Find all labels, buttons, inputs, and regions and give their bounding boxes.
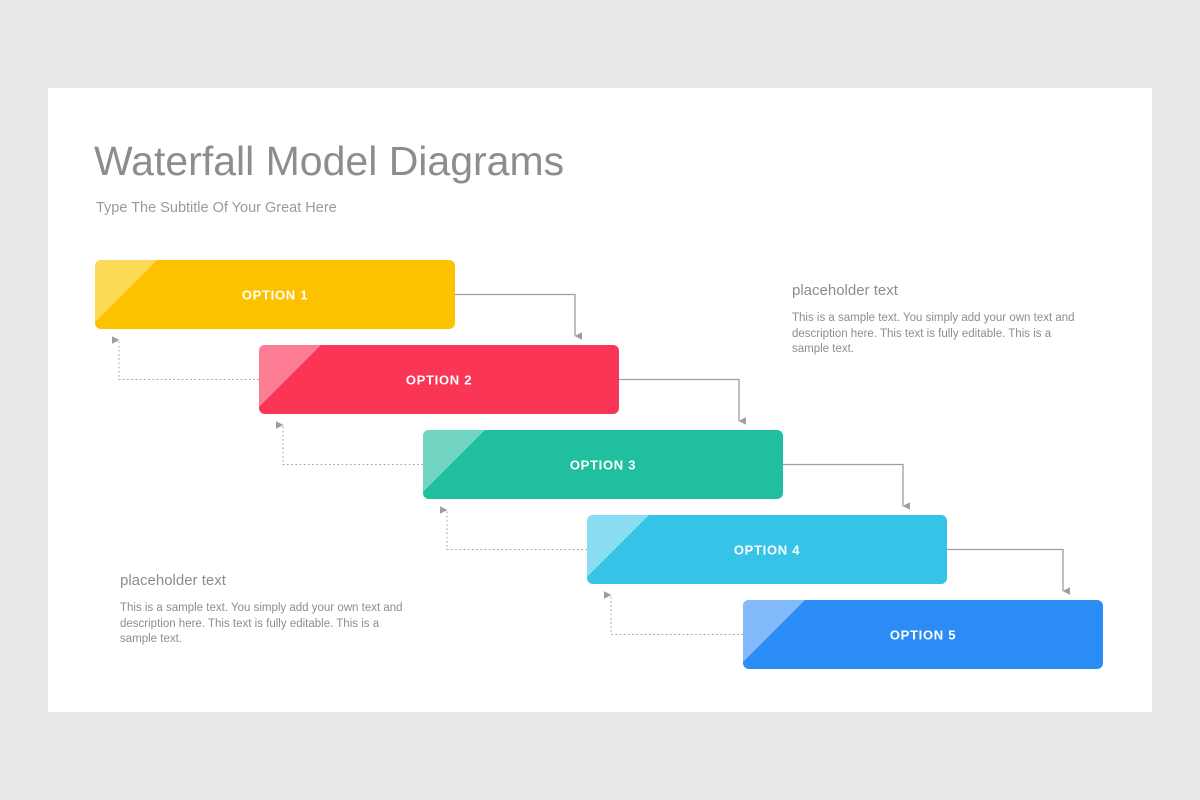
bar-corner-highlight	[95, 260, 157, 322]
bars-layer	[95, 260, 1103, 669]
waterfall-bar-3[interactable]	[423, 430, 783, 499]
bar-body	[95, 260, 455, 329]
waterfall-bar-2[interactable]	[259, 345, 619, 414]
forward-connectors	[455, 293, 1070, 595]
diagram-canvas	[95, 260, 1103, 669]
note-left-body: This is a sample text. You simply add yo…	[120, 602, 403, 645]
return-connector-2-to-1	[112, 336, 259, 380]
return-connectors	[112, 336, 743, 635]
bar-body	[423, 430, 783, 499]
bar-corner-highlight	[259, 345, 321, 407]
forward-connector-2-to-3	[619, 378, 746, 425]
forward-connector-4-to-5	[947, 548, 1070, 595]
note-right-heading: placeholder text	[792, 282, 898, 299]
slide-card: Waterfall Model Diagrams Type The Subtit…	[48, 88, 1152, 712]
bar-corner-highlight	[743, 600, 805, 662]
waterfall-bar-4[interactable]	[587, 515, 947, 584]
forward-connector-3-to-4	[783, 463, 910, 510]
waterfall-bar-1[interactable]	[95, 260, 455, 329]
return-connector-5-to-4	[604, 591, 743, 635]
bar-corner-highlight	[587, 515, 649, 577]
bar-corner-highlight	[423, 430, 485, 492]
bar-body	[743, 600, 1103, 669]
return-connector-3-to-2	[276, 421, 423, 465]
note-block-left: placeholder text This is a sample text. …	[120, 572, 405, 648]
bar-body	[259, 345, 619, 414]
return-connector-4-to-3	[440, 506, 587, 550]
page-subtitle: Type The Subtitle Of Your Great Here	[96, 200, 337, 216]
bar-body	[587, 515, 947, 584]
forward-connector-1-to-2	[455, 293, 582, 340]
note-right-body: This is a sample text. You simply add yo…	[792, 312, 1075, 355]
note-left-heading: placeholder text	[120, 572, 226, 589]
page-title: Waterfall Model Diagrams	[94, 138, 565, 184]
note-block-right: placeholder text This is a sample text. …	[792, 282, 1077, 358]
waterfall-bar-5[interactable]	[743, 600, 1103, 669]
